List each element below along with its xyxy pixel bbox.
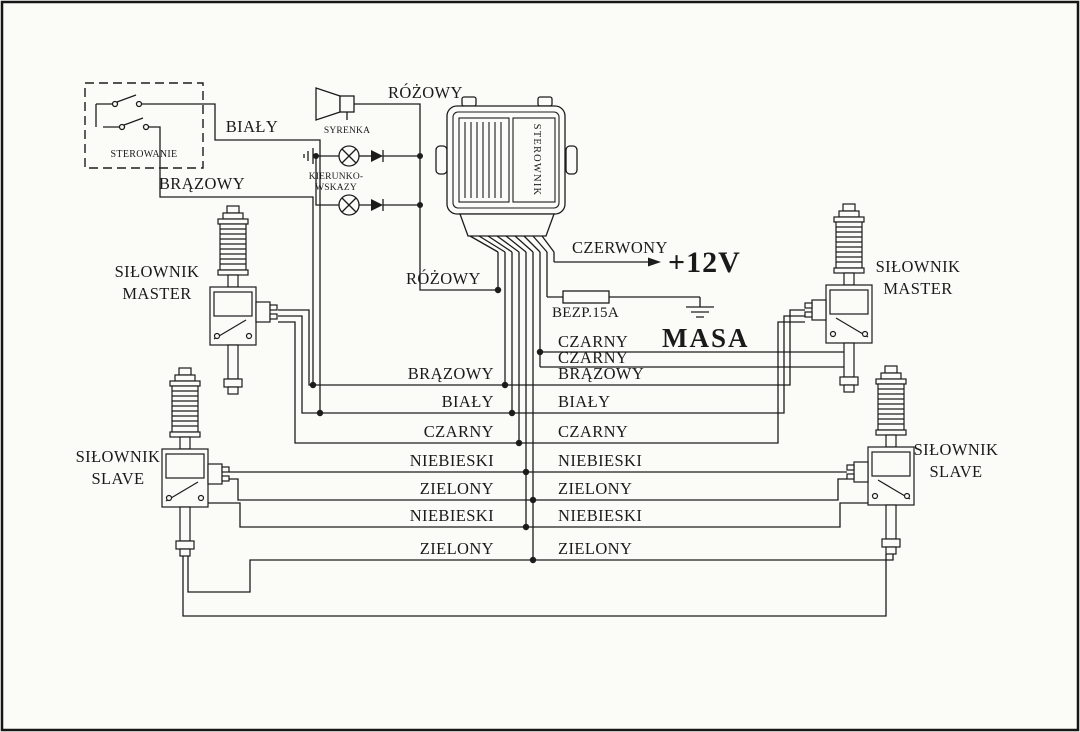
junction-dots <box>309 153 544 564</box>
row-bottom-run <box>182 554 887 617</box>
diagram-labels: STEROWANIE BIAŁY BRĄZOWY RÓŻOWY SYRENKA … <box>76 83 999 558</box>
switch-2-icon <box>118 117 150 131</box>
rozowy-top-label: RÓŻOWY <box>388 83 463 102</box>
row-bialy <box>278 315 805 414</box>
switch-1-icon <box>95 94 143 128</box>
actuator-slave-left-label-1: SIŁOWNIK <box>76 447 161 466</box>
row-zielony-2 <box>187 554 894 593</box>
actuator-master-right-label-2: MASTER <box>883 279 952 298</box>
controller-body-inner <box>452 111 560 209</box>
bus-left-label-zielony: ZIELONY <box>420 479 494 498</box>
czerwony-label: CZERWONY <box>572 238 668 257</box>
czarny-right-label-1: CZARNY <box>558 332 628 351</box>
diode-2-leads <box>382 199 420 211</box>
controller-label-panel <box>512 117 556 203</box>
diode-2-icon <box>371 199 383 211</box>
controller-ribbed-panel <box>458 117 510 203</box>
bezpiecznik-label: BEZP.15A <box>552 305 619 321</box>
plus12v-arrow-icon <box>648 257 661 267</box>
controller-connector <box>459 213 555 237</box>
actuator-slave-left <box>161 367 230 557</box>
bus-right-label-zielony-2: ZIELONY <box>558 539 632 558</box>
connector-fan-wires <box>469 235 555 253</box>
sterownik-label: STEROWNIK <box>531 124 542 197</box>
turn-indicators <box>303 145 420 216</box>
bus-left-label-brazowy: BRĄZOWY <box>408 364 494 383</box>
actuator-master-left-label-1: SIŁOWNIK <box>115 262 200 281</box>
bus-right-label-niebieski: NIEBIESKI <box>558 451 642 470</box>
bus-left-label-zielony-2: ZIELONY <box>420 539 494 558</box>
masa-ground-icon <box>686 306 714 318</box>
controller-ribs <box>464 122 502 198</box>
row-czarny <box>278 321 805 444</box>
wire-brazowy-from-control <box>149 126 314 385</box>
sterowanie-label: STEROWANIE <box>111 149 178 160</box>
indicator-ground-icon <box>303 148 339 164</box>
wire-rozowy <box>354 103 498 291</box>
row-brazowy <box>278 309 805 386</box>
bus-left-label-czarny: CZARNY <box>424 422 494 441</box>
czarny-right-label-2: CZARNY <box>558 348 628 367</box>
masa-label: MASA <box>662 323 750 353</box>
actuator-master-right <box>804 203 873 393</box>
horn-icon <box>315 87 341 121</box>
bus-right-label-zielony: ZIELONY <box>558 479 632 498</box>
bus-right-label-czarny: CZARNY <box>558 422 628 441</box>
kierunko-label-1: KIERUNKO- <box>309 172 364 182</box>
bus-right-label-brazowy: BRĄZOWY <box>558 364 644 383</box>
bus-left-label-bialy: BIAŁY <box>442 392 494 411</box>
controller-ear-right <box>565 145 578 175</box>
siren <box>315 87 355 121</box>
bus-right-label-niebieski-2: NIEBIESKI <box>558 506 642 525</box>
rozowy-mid-label: RÓŻOWY <box>406 269 481 288</box>
controller-unit <box>435 96 578 237</box>
controller-tab-left <box>461 96 477 107</box>
bialy-top-label: BIAŁY <box>226 117 278 136</box>
bus-left-label-niebieski-2: NIEBIESKI <box>410 506 494 525</box>
actuator-master-left-label-2: MASTER <box>122 284 191 303</box>
controller-tab-right <box>537 96 553 107</box>
actuator-slave-left-label-2: SLAVE <box>91 469 144 488</box>
plus-12v-label: +12V <box>668 246 741 279</box>
actuator-master-right-label-1: SIŁOWNIK <box>876 257 961 276</box>
diode-1-icon <box>371 150 383 162</box>
wire-fuse-masa <box>547 296 701 307</box>
bus-right-label-bialy: BIAŁY <box>558 392 610 411</box>
indicator-lamp-2-icon <box>315 156 371 216</box>
actuators <box>161 203 915 557</box>
diode-1-leads <box>382 150 420 162</box>
kierunko-label-2: WSKAZY <box>315 183 357 193</box>
actuator-master-left <box>209 205 278 395</box>
syrenka-label: SYRENKA <box>324 126 370 136</box>
control-box <box>84 82 204 169</box>
control-box-outline <box>84 82 204 169</box>
bus-left-label-niebieski: NIEBIESKI <box>410 451 494 470</box>
horn-driver <box>339 95 355 113</box>
row-niebieski-2 <box>208 502 868 528</box>
actuator-slave-right <box>846 365 915 555</box>
indicator-lamp-1-icon <box>338 145 371 167</box>
fuse-icon <box>562 290 610 304</box>
actuator-slave-right-label-2: SLAVE <box>929 462 982 481</box>
wire-bialy-from-control <box>142 103 321 413</box>
wire-runs <box>142 103 894 617</box>
actuator-slave-right-label-1: SIŁOWNIK <box>914 440 999 459</box>
controller-ear-left <box>435 145 448 175</box>
brazowy-top-label: BRĄZOWY <box>159 174 245 193</box>
row-zielony <box>229 478 847 501</box>
